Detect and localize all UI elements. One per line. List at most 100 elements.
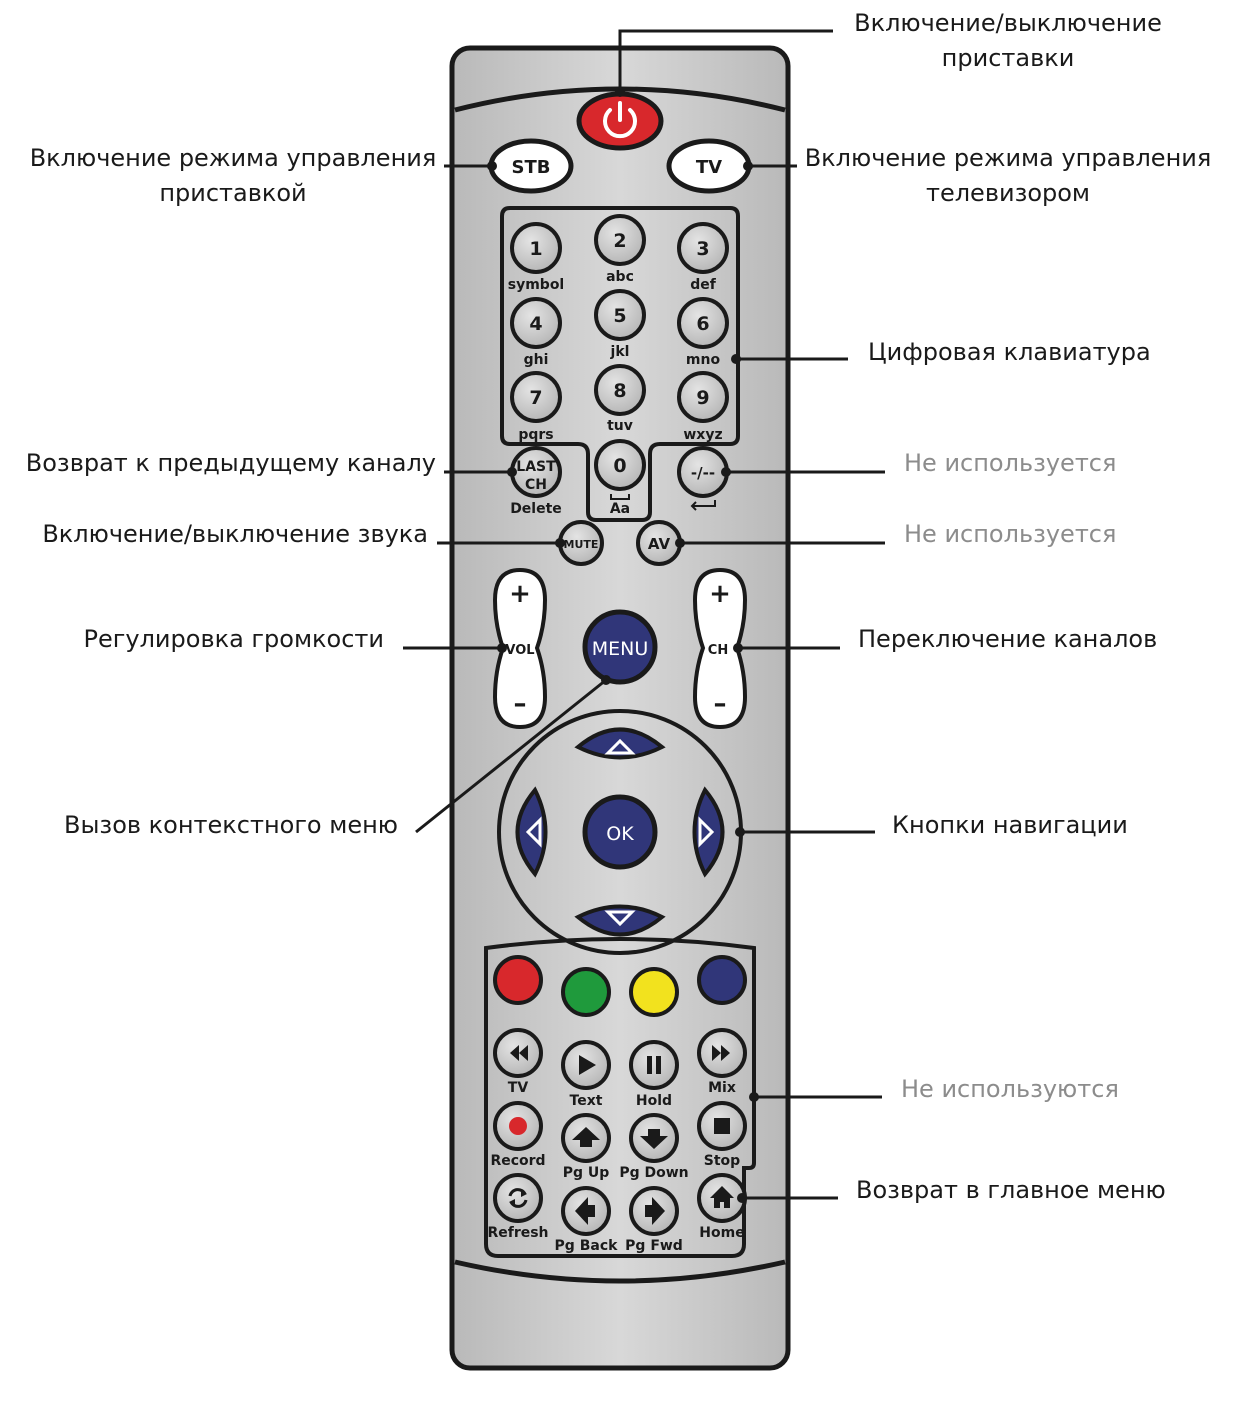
channel-rocker[interactable]: + CH – (692, 567, 748, 730)
digit-label: 3 (696, 238, 709, 260)
digit-sublabel: pqrs (518, 427, 553, 443)
pause-button[interactable]: Hold (629, 1040, 679, 1109)
menu-button-label: MENU (592, 638, 649, 660)
page-up-button-label: Pg Up (563, 1165, 610, 1181)
stop-button-label: Stop (704, 1153, 740, 1169)
home-button[interactable]: Home (697, 1173, 747, 1241)
yellow-key[interactable] (629, 967, 679, 1017)
fast-forward-button[interactable]: Mix (697, 1028, 747, 1096)
label-home: Возврат в главное меню (856, 1176, 1166, 1204)
channel-down-label[interactable]: – (714, 689, 727, 719)
digit-button-shape[interactable] (594, 214, 646, 266)
digit-button-shape[interactable] (510, 297, 562, 349)
home-button-label: Home (699, 1225, 744, 1241)
page-down-button-label: Pg Down (619, 1165, 688, 1181)
volume-rocker[interactable]: + VOL – (492, 567, 548, 730)
label-numpad: Цифровая клавиатура (868, 338, 1151, 366)
page-down-icon (640, 1129, 668, 1149)
digit-label: 1 (529, 238, 542, 260)
stop-button[interactable]: Stop (697, 1101, 747, 1169)
digit-button-shape[interactable] (594, 364, 646, 416)
volume-up-label[interactable]: + (509, 579, 531, 609)
last-channel-button[interactable]: LAST CH (510, 446, 562, 498)
label-stb-mode-line1: Включение режима управления (29, 144, 437, 172)
volume-down-label[interactable]: – (514, 689, 527, 719)
arrow-down-icon (604, 910, 636, 927)
last-ch-line2: CH (525, 477, 547, 493)
av-button-label: AV (648, 535, 671, 553)
digit-button-shape[interactable] (677, 371, 729, 423)
power-button[interactable] (576, 91, 664, 151)
digit-label: 8 (613, 380, 626, 402)
label-last-channel: Возврат к предыдущему каналу (25, 449, 436, 477)
stb-button[interactable]: STB (488, 138, 574, 194)
digit-sublabel: ghi (524, 352, 549, 368)
refresh-button-label: Refresh (487, 1225, 548, 1241)
digit-button-shape[interactable] (510, 222, 562, 274)
channel-up-label[interactable]: + (709, 579, 731, 609)
rewind-button[interactable]: TV (493, 1028, 543, 1096)
arrow-left-icon (525, 816, 542, 848)
blue-key[interactable] (697, 955, 747, 1005)
space-icon (610, 494, 630, 500)
digit-button-shape[interactable] (594, 439, 646, 491)
digit-button-3[interactable]: 3 def (677, 222, 729, 293)
nav-right-button[interactable] (692, 786, 725, 878)
menu-button[interactable]: MENU (582, 609, 658, 685)
channel-rocker-label: CH (708, 643, 728, 658)
label-tv-mode: Включение режима управления телевизором (803, 141, 1213, 211)
nav-left-button[interactable] (515, 786, 548, 878)
page-forward-button[interactable]: Pg Fwd (625, 1186, 683, 1254)
digit-label: 6 (696, 313, 709, 335)
ok-button[interactable]: OK (582, 794, 658, 870)
label-unused-av: Не используется (904, 520, 1117, 548)
tv-button[interactable]: TV (666, 138, 752, 194)
red-key[interactable] (493, 955, 543, 1005)
page-back-button[interactable]: Pg Back (555, 1186, 619, 1254)
nav-up-button[interactable] (574, 727, 666, 760)
mute-button[interactable]: MUTE (558, 520, 604, 566)
page-back-button-label: Pg Back (555, 1238, 619, 1254)
numpad-outline (500, 206, 740, 522)
play-button[interactable]: Text (561, 1040, 611, 1109)
av-button[interactable]: AV (636, 520, 682, 566)
label-unused-group: Не используются (901, 1075, 1119, 1103)
digit-button-shape[interactable] (677, 222, 729, 274)
page-up-icon (572, 1127, 600, 1147)
fast-forward-icon (712, 1045, 730, 1061)
rewind-icon (510, 1045, 528, 1061)
refresh-button-shape[interactable] (493, 1173, 543, 1223)
digit-label: 9 (696, 387, 709, 409)
nav-down-button[interactable] (574, 904, 666, 937)
digit-button-shape[interactable] (510, 371, 562, 423)
pause-button-shape[interactable] (629, 1040, 679, 1090)
label-power-line1: Включение/выключение (854, 9, 1162, 37)
label-context-menu: Вызов контекстного меню (64, 811, 398, 839)
digit-label: 5 (613, 305, 626, 327)
label-power-line2: приставки (941, 44, 1075, 72)
digit-sublabel: def (690, 277, 717, 293)
page-forward-button-label: Pg Fwd (625, 1238, 683, 1254)
fast-forward-button-label: Mix (708, 1080, 736, 1096)
digit-button-5[interactable]: 5 jkl (594, 289, 646, 360)
arrow-up-icon (604, 738, 636, 755)
digit-button-shape[interactable] (677, 297, 729, 349)
delete-label: Delete (510, 501, 562, 517)
digit-sublabel: jkl (610, 344, 630, 360)
digit-button-0[interactable]: 0Aa (594, 439, 646, 517)
refresh-button[interactable]: Refresh (487, 1173, 549, 1241)
digit-button-shape[interactable] (594, 289, 646, 341)
dash-button[interactable]: -/-- (677, 446, 729, 498)
page-up-button[interactable]: Pg Up (561, 1113, 611, 1181)
green-key[interactable] (561, 967, 611, 1017)
record-button[interactable]: Record (490, 1101, 546, 1169)
page-down-button[interactable]: Pg Down (619, 1113, 689, 1181)
